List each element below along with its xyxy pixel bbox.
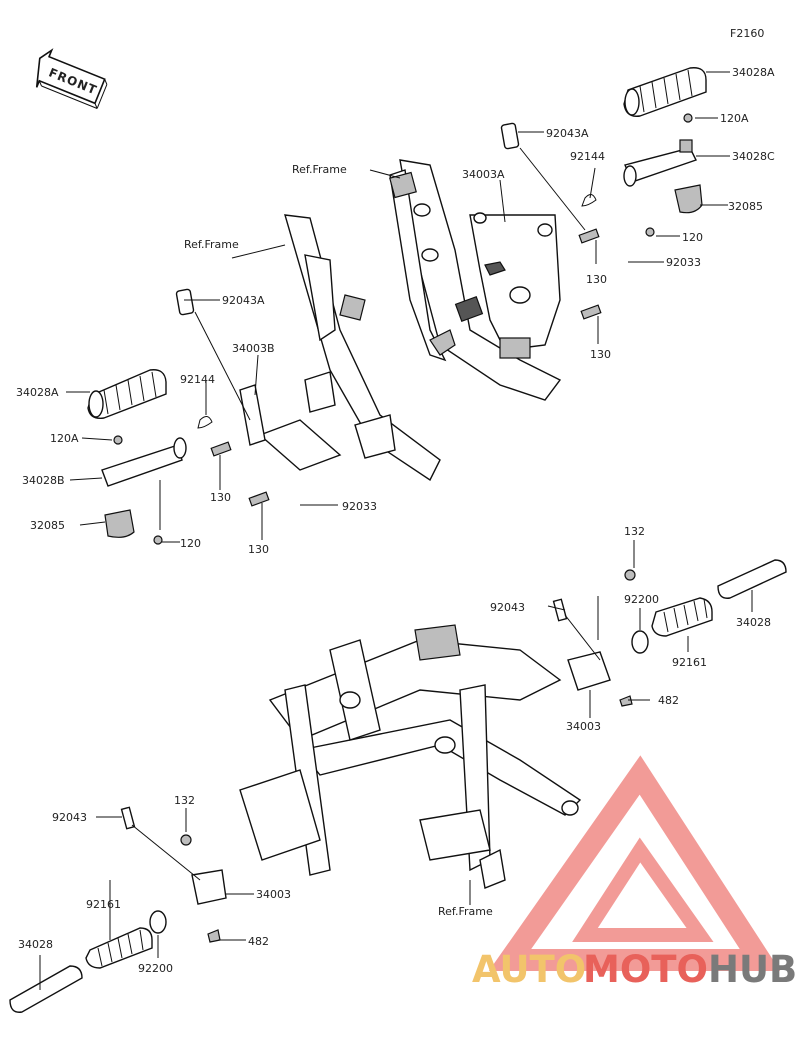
- label-120a-top: 120A: [720, 112, 749, 125]
- front-arrow-icon: FRONT: [35, 48, 108, 109]
- part-labels: F2160 34028A 120A 34028C 32085 120 92043…: [16, 27, 775, 975]
- label-ref-frame-bottom: Ref.Frame: [438, 905, 493, 918]
- watermark-hub: HUB: [708, 948, 797, 991]
- label-92033-mid: 92033: [342, 500, 377, 513]
- label-120-left: 120: [180, 537, 201, 550]
- lower-frame-assembly: [9, 540, 787, 1013]
- label-ref-frame-mid: Ref.Frame: [184, 238, 239, 251]
- label-92043a-mid: 92043A: [222, 294, 265, 307]
- label-92200-left: 92200: [138, 962, 173, 975]
- label-120-top: 120: [682, 231, 703, 244]
- label-92043-left: 92043: [52, 811, 87, 824]
- footpeg-92161-left: [85, 927, 153, 969]
- label-ref-frame-top: Ref.Frame: [292, 163, 347, 176]
- footpeg-34028a-left: [87, 369, 167, 419]
- figure-code: F2160: [730, 27, 764, 40]
- label-34028b: 34028B: [22, 474, 65, 487]
- footpeg-92161-right: [651, 597, 713, 637]
- label-130-mid2: 130: [248, 543, 269, 556]
- label-92043-right: 92043: [490, 601, 525, 614]
- label-34003b: 34003B: [232, 342, 275, 355]
- label-34028-left: 34028: [18, 938, 53, 951]
- label-92043a-top: 92043A: [546, 127, 589, 140]
- label-120a-left: 120A: [50, 432, 79, 445]
- label-92200-right: 92200: [624, 593, 659, 606]
- label-482-left: 482: [248, 935, 269, 948]
- watermark-logo: [488, 755, 781, 971]
- upper-right-assembly: [369, 67, 730, 401]
- footpeg-34028a-top: [623, 67, 707, 117]
- watermark-auto: AUTO: [472, 948, 586, 991]
- label-132-right: 132: [624, 525, 645, 538]
- label-130-mid1: 130: [210, 491, 231, 504]
- label-92161-right: 92161: [672, 656, 707, 669]
- label-34028a-top: 34028A: [732, 66, 775, 79]
- label-32085-left: 32085: [30, 519, 65, 532]
- watermark-wordmark: AUTO MOTO HUB: [472, 948, 797, 991]
- label-34028-right: 34028: [736, 616, 771, 629]
- label-92033-top: 92033: [666, 256, 701, 269]
- label-34003a: 34003A: [462, 168, 505, 181]
- label-92144-mid: 92144: [180, 373, 215, 386]
- watermark-moto: MOTO: [583, 948, 708, 991]
- label-132-left: 132: [174, 794, 195, 807]
- label-34028a-left: 34028A: [16, 386, 59, 399]
- label-92144-top: 92144: [570, 150, 605, 163]
- label-92161-left: 92161: [86, 898, 121, 911]
- middle-left-assembly: [66, 214, 441, 545]
- label-32085-top: 32085: [728, 200, 763, 213]
- label-34003-right: 34003: [566, 720, 601, 733]
- label-130-top1: 130: [586, 273, 607, 286]
- label-34003-left: 34003: [256, 888, 291, 901]
- label-482-right: 482: [658, 694, 679, 707]
- label-34028c: 34028C: [732, 150, 775, 163]
- label-130-top2: 130: [590, 348, 611, 361]
